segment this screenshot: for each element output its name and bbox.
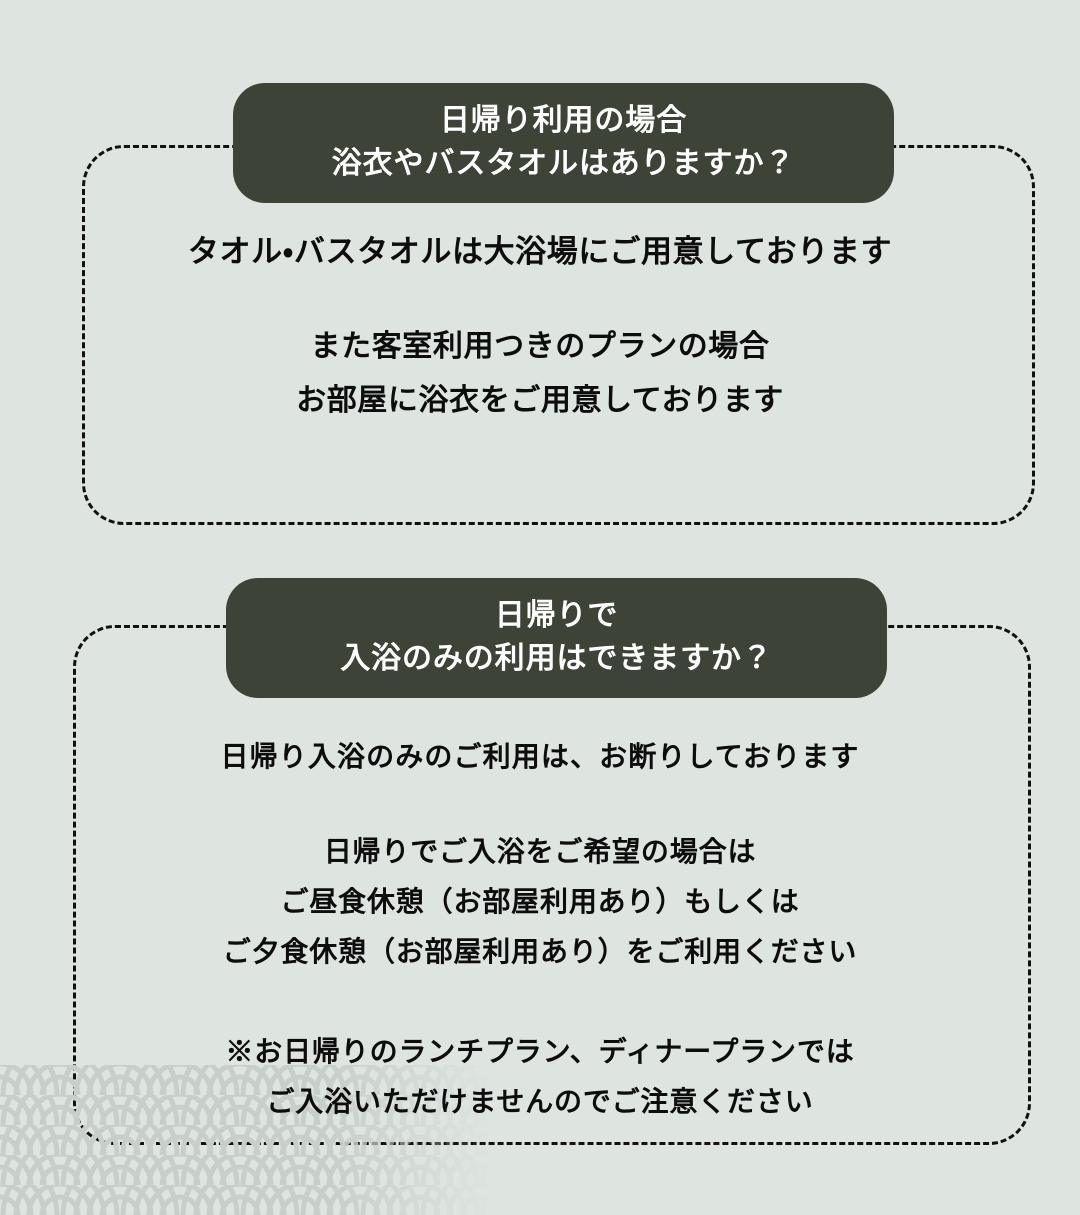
- faq-2-answer-line-3: ご昼食休憩（お部屋利用あり）もしくは: [280, 887, 800, 919]
- faq-1-answer: タオル・バスタオルは大浴場にご用意しております また客室利用つきのプランの場合 …: [0, 232, 1080, 427]
- faq-1-answer-line-3: お部屋に浴衣をご用意しております: [296, 383, 784, 417]
- faq-2-answer-line-1: 日帰り入浴のみのご利用は、お断りしております: [220, 742, 860, 773]
- faq-2-answer-paragraph-3: ※お日帰りのランチプラン、ディナープランでは ご入浴いただけませんのでご注意くだ…: [0, 1028, 1080, 1128]
- faq-2-answer-paragraph-1: 日帰り入浴のみのご利用は、お断りしております: [0, 740, 1080, 776]
- faq-2-answer-line-6: ご入浴いただけませんのでご注意ください: [266, 1086, 814, 1118]
- faq-2-answer-line-4: ご夕食休憩（お部屋利用あり）をご利用ください: [222, 937, 858, 969]
- faq-2-question-line-1: 日帰りで: [494, 599, 619, 633]
- faq-2-answer-line-2: 日帰りでご入浴をご希望の場合は: [323, 837, 757, 869]
- faq-2-question-header: 日帰りで 入浴のみの利用はできますか？: [226, 578, 887, 698]
- faq-1-question-line-2: 浴衣やバスタオルはありますか？: [331, 147, 796, 180]
- faq-1-question-header: 日帰り利用の場合 浴衣やバスタオルはありますか？: [233, 83, 894, 203]
- faq-1-answer-paragraph-1: タオル・バスタオルは大浴場にご用意しております: [0, 232, 1080, 272]
- faq-2-answer-line-5: ※お日帰りのランチプラン、ディナープランでは: [225, 1036, 855, 1068]
- faq-1-answer-line-1: タオル・バスタオルは大浴場にご用意しております: [187, 234, 893, 269]
- faq-item-1: 日帰り利用の場合 浴衣やバスタオルはありますか？ タオル・バスタオルは大浴場にご…: [0, 0, 1080, 560]
- faq-item-2: 日帰りで 入浴のみの利用はできますか？ 日帰り入浴のみのご利用は、お断りしており…: [0, 560, 1080, 1215]
- faq-1-answer-paragraph-2: また客室利用つきのプランの場合 お部屋に浴衣をご用意しております: [0, 320, 1080, 427]
- faq-2-answer: 日帰り入浴のみのご利用は、お断りしております 日帰りでご入浴をご希望の場合は ご…: [0, 740, 1080, 1128]
- faq-2-answer-paragraph-2: 日帰りでご入浴をご希望の場合は ご昼食休憩（お部屋利用あり）もしくは ご夕食休憩…: [0, 828, 1080, 977]
- faq-1-question-line-1: 日帰り利用の場合: [439, 104, 688, 138]
- faq-1-answer-line-2: また客室利用つきのプランの場合: [310, 330, 770, 364]
- faq-2-question-line-2: 入浴のみの利用はできますか？: [340, 642, 773, 675]
